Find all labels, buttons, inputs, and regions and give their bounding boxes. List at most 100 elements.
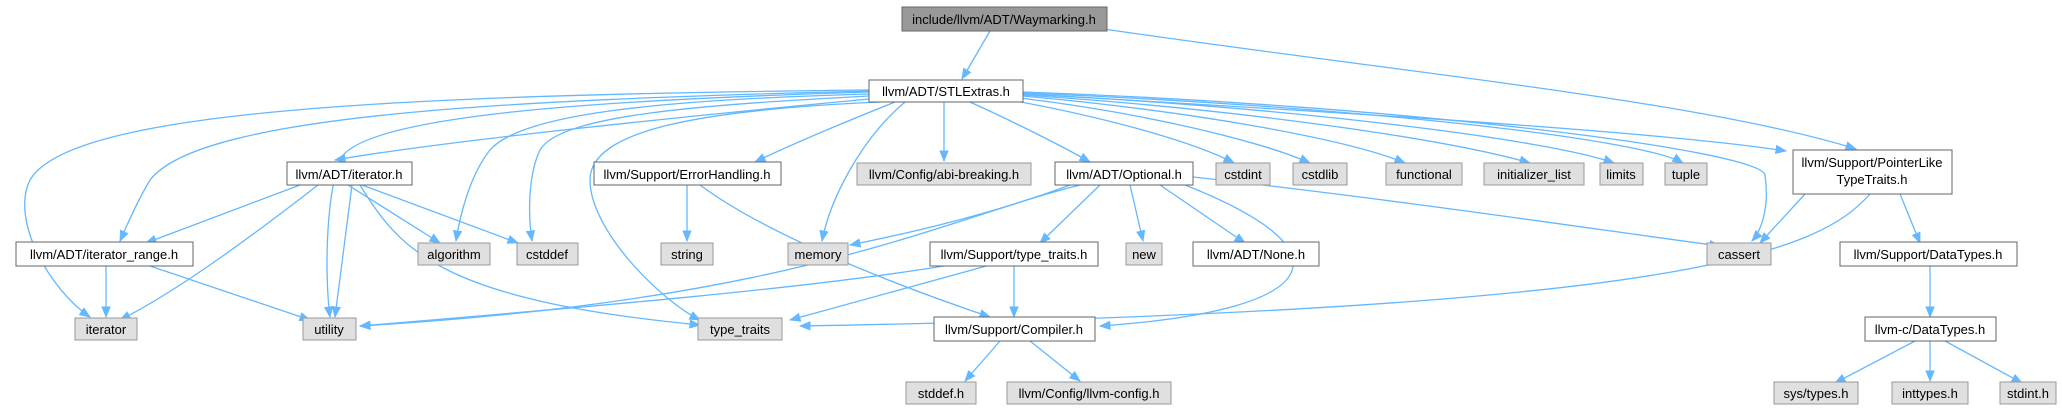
edge-stlextras-cstdlib — [1019, 97, 1312, 164]
node-limits[interactable]: limits — [1599, 162, 1644, 186]
edge-stlextras-iterator-h — [333, 98, 870, 163]
node-waymarking-h[interactable]: include/llvm/ADT/Waymarking.h — [901, 6, 1108, 32]
svg-text:llvm/ADT/iterator.h: llvm/ADT/iterator.h — [296, 167, 403, 182]
node-tuple[interactable]: tuple — [1664, 162, 1708, 186]
node-compiler-h[interactable]: llvm/Support/Compiler.h — [933, 316, 1096, 342]
node-optional-h[interactable]: llvm/ADT/Optional.h — [1054, 161, 1194, 186]
edge-type-traits-h-type-traits — [788, 264, 991, 322]
svg-text:type_traits: type_traits — [710, 322, 770, 337]
edge-stlextras-initializer-list — [1022, 94, 1532, 165]
svg-text:cstddef: cstddef — [526, 247, 568, 262]
edge-iterator-h-type-traits — [359, 184, 702, 329]
svg-text:utility: utility — [314, 322, 344, 337]
node-new[interactable]: new — [1125, 242, 1163, 266]
edge-iterator-h-iterator — [118, 184, 319, 321]
node-sys-types-h[interactable]: sys/types.h — [1773, 381, 1859, 405]
svg-text:stddef.h: stddef.h — [918, 386, 964, 401]
node-iterator-h[interactable]: llvm/ADT/iterator.h — [286, 161, 413, 186]
edge-stlextras-cstdint — [1009, 99, 1236, 164]
svg-text:algorithm: algorithm — [427, 247, 480, 262]
svg-text:llvm/Config/llvm-config.h: llvm/Config/llvm-config.h — [1019, 386, 1160, 401]
svg-text:memory: memory — [795, 247, 842, 262]
node-datatypes-support-h[interactable]: llvm/Support/DataTypes.h — [1839, 241, 2018, 267]
svg-text:iterator: iterator — [86, 322, 127, 337]
edge-iterator-range-utility — [149, 265, 312, 322]
node-iterator[interactable]: iterator — [74, 317, 138, 341]
node-cstddef[interactable]: cstddef — [516, 242, 579, 266]
svg-text:llvm/Support/DataTypes.h: llvm/Support/DataTypes.h — [1854, 247, 2003, 262]
svg-text:llvm/Config/abi-breaking.h: llvm/Config/abi-breaking.h — [869, 167, 1019, 182]
edge-waymarking-stlextras — [961, 30, 991, 81]
svg-text:llvm/Support/Compiler.h: llvm/Support/Compiler.h — [945, 322, 1083, 337]
edge-optional-type-traits-h — [1039, 184, 1101, 244]
edge-optional-cassert — [1192, 176, 1722, 250]
edge-stlextras-iterator-range — [119, 90, 870, 243]
node-cstdint[interactable]: cstdint — [1215, 162, 1271, 186]
node-cstdlib[interactable]: cstdlib — [1292, 162, 1348, 186]
svg-text:llvm/ADT/iterator_range.h: llvm/ADT/iterator_range.h — [30, 247, 178, 262]
node-errorhandling-h[interactable]: llvm/Support/ErrorHandling.h — [593, 161, 782, 186]
node-stddef-h[interactable]: stddef.h — [905, 381, 977, 405]
svg-text:limits: limits — [1606, 167, 1636, 182]
svg-text:TypeTraits.h: TypeTraits.h — [1836, 172, 1907, 187]
svg-text:sys/types.h: sys/types.h — [1783, 386, 1848, 401]
svg-text:cstdint: cstdint — [1224, 167, 1262, 182]
svg-text:stdint.h: stdint.h — [2007, 386, 2049, 401]
node-datatypes-c-h[interactable]: llvm-c/DataTypes.h — [1864, 316, 1997, 342]
node-utility[interactable]: utility — [302, 317, 357, 341]
edge-iterator-h-utility — [331, 184, 353, 319]
edge-stlextras-errorhandling — [753, 101, 896, 163]
node-string[interactable]: string — [660, 242, 714, 266]
svg-text:tuple: tuple — [1672, 167, 1700, 182]
svg-text:new: new — [1132, 247, 1156, 262]
node-pointerlike-typetraits-h[interactable]: llvm/Support/PointerLike TypeTraits.h — [1792, 149, 1953, 195]
file-nodes: include/llvm/ADT/Waymarking.h llvm/ADT/S… — [15, 6, 2057, 405]
svg-text:include/llvm/ADT/Waymarking.h: include/llvm/ADT/Waymarking.h — [912, 12, 1096, 27]
edge-stlextras-utility — [323, 91, 870, 319]
node-stlextras-h[interactable]: llvm/ADT/STLExtras.h — [868, 79, 1024, 103]
node-none-h[interactable]: llvm/ADT/None.h — [1192, 241, 1320, 267]
edge-pointerlike-datatypes — [1899, 193, 1921, 245]
svg-text:initializer_list: initializer_list — [1497, 167, 1571, 182]
node-abi-breaking-h[interactable]: llvm/Config/abi-breaking.h — [856, 162, 1032, 186]
node-initializer-list[interactable]: initializer_list — [1483, 162, 1585, 186]
edge-stlextras-pointerlike — [1022, 93, 1788, 155]
node-inttypes-h[interactable]: inttypes.h — [1891, 381, 1969, 405]
svg-text:llvm/ADT/STLExtras.h: llvm/ADT/STLExtras.h — [882, 84, 1010, 99]
node-functional[interactable]: functional — [1385, 162, 1463, 186]
dependency-edges — [24, 26, 2024, 384]
node-llvm-config-h[interactable]: llvm/Config/llvm-config.h — [1006, 381, 1172, 405]
edge-datatypes-c-stdint — [1944, 340, 2024, 384]
svg-text:cassert: cassert — [1718, 247, 1760, 262]
svg-text:llvm-c/DataTypes.h: llvm-c/DataTypes.h — [1875, 322, 1986, 337]
edge-compiler-stddef — [964, 340, 1001, 382]
svg-text:functional: functional — [1396, 167, 1452, 182]
node-algorithm[interactable]: algorithm — [417, 242, 491, 266]
edge-stlextras-iterator — [24, 89, 870, 318]
edge-stlextras-algorithm — [452, 93, 870, 243]
svg-text:llvm/ADT/None.h: llvm/ADT/None.h — [1207, 247, 1305, 262]
svg-text:llvm/ADT/Optional.h: llvm/ADT/Optional.h — [1066, 167, 1182, 182]
node-type-traits-h[interactable]: llvm/Support/type_traits.h — [929, 241, 1099, 267]
svg-text:llvm/Support/ErrorHandling.h: llvm/Support/ErrorHandling.h — [604, 167, 771, 182]
edge-stlextras-limits — [1022, 93, 1616, 164]
svg-text:inttypes.h: inttypes.h — [1902, 386, 1958, 401]
node-stdint-h[interactable]: stdint.h — [1999, 381, 2057, 405]
node-memory[interactable]: memory — [787, 242, 849, 266]
node-cassert[interactable]: cassert — [1706, 242, 1772, 266]
edge-iterator-h-cstddef — [361, 184, 520, 244]
svg-text:string: string — [671, 247, 703, 262]
edge-optional-memory — [848, 184, 1071, 248]
edge-pointerlike-cassert — [1759, 193, 1806, 244]
svg-text:llvm/Support/PointerLike: llvm/Support/PointerLike — [1802, 155, 1943, 170]
edge-stlextras-cassert — [1022, 91, 1767, 242]
node-iterator-range-h[interactable]: llvm/ADT/iterator_range.h — [15, 241, 194, 267]
edge-compiler-llvmconfig — [1029, 340, 1081, 382]
edge-optional-none — [1159, 184, 1246, 244]
edge-optional-new — [1129, 184, 1146, 243]
svg-text:llvm/Support/type_traits.h: llvm/Support/type_traits.h — [941, 247, 1088, 262]
edge-iterator-h-algorithm — [347, 184, 441, 244]
edge-stlextras-type-traits — [589, 101, 881, 321]
node-type-traits[interactable]: type_traits — [697, 317, 783, 341]
